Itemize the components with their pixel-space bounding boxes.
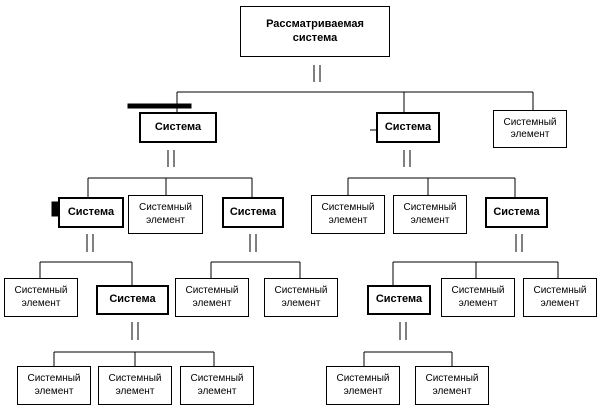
- element-box-l3-6: Системный элемент: [441, 278, 515, 317]
- element-box-l3-7: Системный элемент: [523, 278, 597, 317]
- element-label: Системный элемент: [533, 285, 587, 309]
- root-system-label: Рассматриваемая система: [266, 17, 364, 44]
- element-label: Системный элемент: [503, 116, 557, 141]
- system-box-l2-3: Система: [222, 197, 284, 228]
- system-label: Система: [67, 205, 115, 218]
- system-label: Система: [229, 205, 277, 218]
- system-label: Система: [384, 120, 432, 133]
- element-label: Системный элемент: [451, 285, 505, 309]
- connector-lines: [39, 65, 559, 366]
- root-system-box: Рассматриваемая система: [240, 6, 390, 57]
- element-box-l4-5: Системный элемент: [415, 366, 489, 405]
- element-label: Системный элемент: [336, 373, 390, 397]
- element-box-l2-5: Системный элемент: [393, 195, 467, 234]
- element-box-l4-1: Системный элемент: [17, 366, 91, 405]
- element-label: Системный элемент: [321, 202, 375, 226]
- element-box-l2-4: Системный элемент: [311, 195, 385, 234]
- system-box-l2-6: Система: [485, 197, 548, 228]
- element-box-l3-4: Системный элемент: [264, 278, 338, 317]
- system-box-l2-1: Система: [58, 197, 124, 228]
- system-label: Система: [154, 120, 202, 133]
- element-label: Системный элемент: [403, 202, 457, 226]
- system-label: Система: [375, 293, 423, 306]
- element-label: Системный элемент: [138, 202, 192, 226]
- system-box-l3-5: Система: [367, 285, 431, 315]
- element-label: Системный элемент: [14, 285, 68, 309]
- system-box-l3-2: Система: [96, 285, 169, 315]
- system-box-l1-left: Система: [139, 112, 217, 143]
- element-box-l4-2: Системный элемент: [98, 366, 172, 405]
- element-label: Системный элемент: [190, 373, 244, 397]
- element-box-l4-4: Системный элемент: [326, 366, 400, 405]
- element-box-l1-right: Системный элемент: [493, 110, 567, 148]
- system-box-l1-middle: Система: [376, 112, 440, 143]
- element-box-l2-2: Системный элемент: [128, 195, 203, 234]
- system-label: Система: [493, 205, 540, 218]
- element-box-l4-3: Системный элемент: [180, 366, 254, 405]
- element-label: Системный элемент: [425, 373, 479, 397]
- thick-bar-marker: [127, 103, 192, 109]
- element-box-l3-3: Системный элемент: [175, 278, 249, 317]
- element-label: Системный элемент: [185, 285, 239, 309]
- system-label: Система: [109, 293, 156, 306]
- element-box-l3-1: Системный элемент: [4, 278, 78, 317]
- element-label: Системный элемент: [108, 373, 162, 397]
- element-label: Системный элемент: [27, 373, 81, 397]
- element-label: Системный элемент: [274, 285, 328, 309]
